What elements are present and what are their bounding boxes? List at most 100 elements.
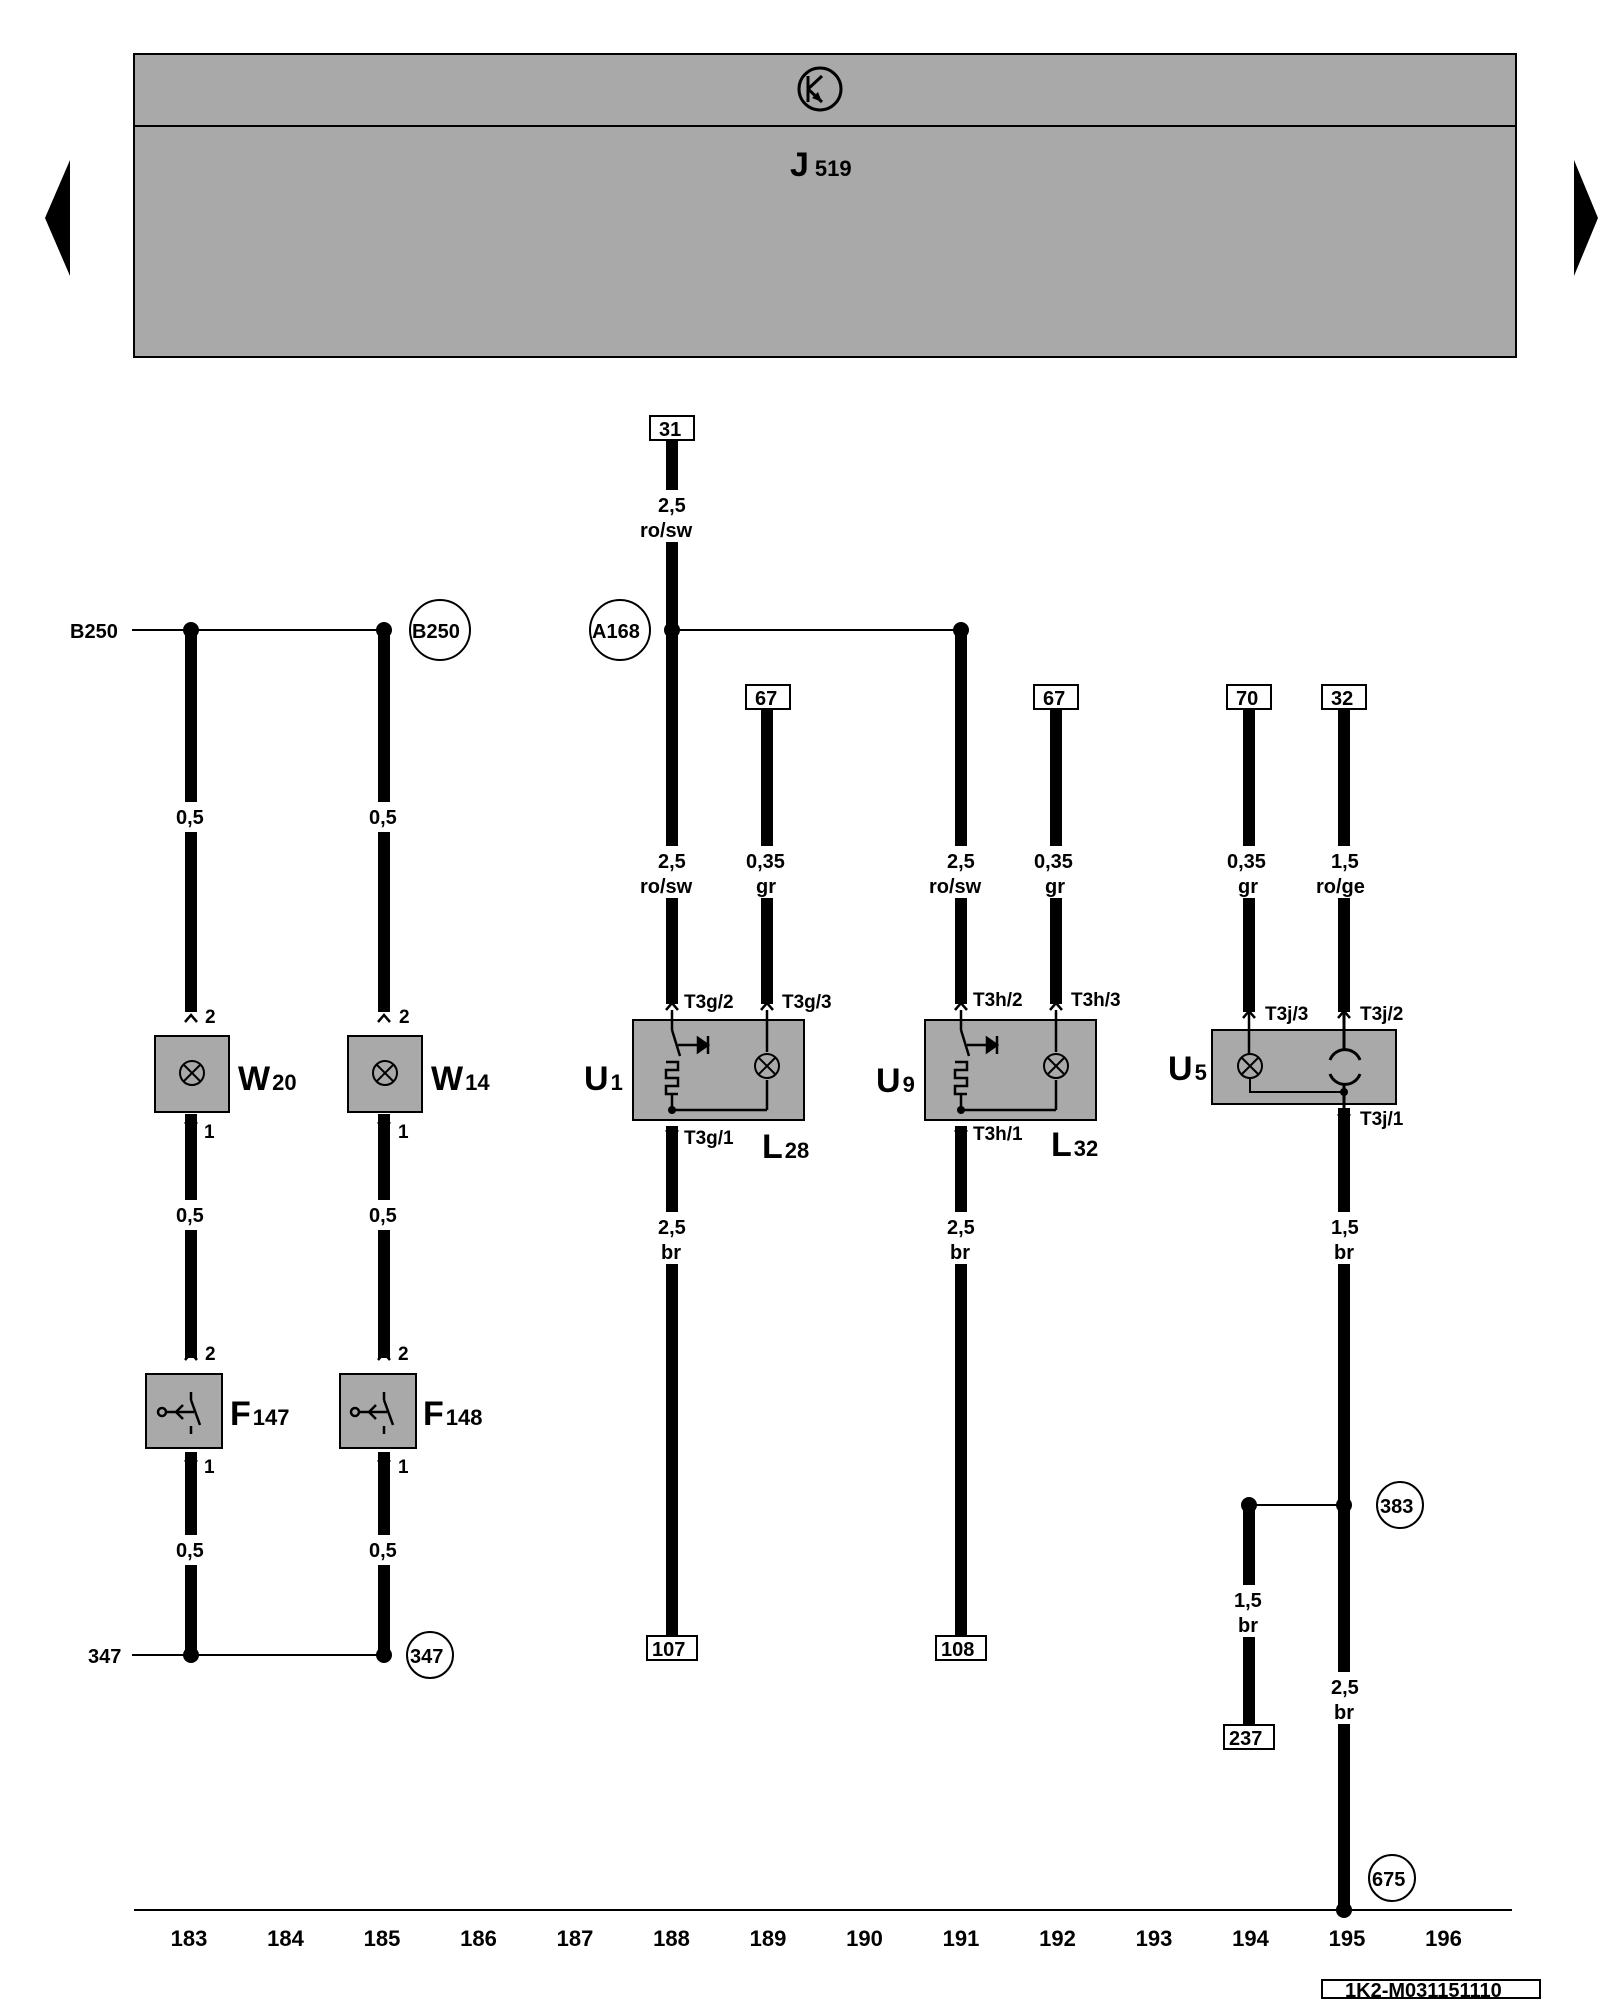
- ref-boxes: 31 67 67 70 32 107 108 237: [646, 415, 1367, 1750]
- wire-188-mid-size: 2,5: [658, 851, 686, 873]
- junction-dot: [1336, 1497, 1352, 1513]
- pin-t3h3: T3h/3: [1071, 990, 1121, 1011]
- axis-tick-label: 188: [653, 1926, 690, 1951]
- ref-31-box: [649, 415, 695, 441]
- door-switch-icon: [349, 1392, 395, 1434]
- axis-tick-label: 195: [1329, 1926, 1366, 1951]
- ref-237-box: [1223, 1724, 1275, 1750]
- connector-675: 675: [1372, 1869, 1405, 1891]
- label-l28: L28: [762, 1128, 809, 1166]
- wire-183-c-size: 0,5: [176, 1540, 204, 1562]
- arrow-left-icon[interactable]: [45, 160, 70, 276]
- axis-tick-label: 192: [1039, 1926, 1076, 1951]
- wire-195-bot-size: 2,5: [1331, 1677, 1359, 1699]
- axis-tick-label: 186: [460, 1926, 497, 1951]
- pin-t3g3: T3g/3: [782, 992, 832, 1013]
- transistor-icon: [797, 66, 843, 112]
- wire-195-mid-color: br: [1334, 1242, 1354, 1264]
- wire-188-mid-color: ro/sw: [640, 876, 693, 898]
- connector-383-circle: [1376, 1481, 1424, 1529]
- ref-107-box: [646, 1635, 698, 1661]
- connector-347-right: 347: [410, 1646, 443, 1668]
- connector-a168: A168: [592, 621, 640, 643]
- lamp-icon: [1043, 1053, 1069, 1079]
- axis-tick-label: 190: [846, 1926, 883, 1951]
- wire-191-bot-size: 2,5: [947, 1217, 975, 1239]
- ref-67a-box: [745, 684, 791, 710]
- label-w14: W14: [431, 1060, 490, 1098]
- pin-f147-bot: 1: [204, 1457, 215, 1478]
- junction-dot: [1241, 1497, 1257, 1513]
- component-u5: T3j/3 T3j/2 T3j/1 U5: [1168, 1004, 1404, 1130]
- wire-188-top-color: ro/sw: [640, 520, 693, 542]
- label-u9: U9: [876, 1062, 915, 1100]
- wire-189-size: 0,35: [746, 851, 785, 873]
- pin-w20-top: 2: [205, 1007, 216, 1028]
- lamp-icon: [179, 1060, 205, 1086]
- wire-192-color: gr: [1045, 876, 1065, 898]
- ref-107[interactable]: 107: [652, 1639, 685, 1661]
- axis-tick-label: 187: [557, 1926, 594, 1951]
- pin-w20-bot: 1: [204, 1122, 215, 1143]
- junction-dot: [376, 622, 392, 638]
- axis-tick-label: 194: [1232, 1926, 1269, 1951]
- wire-185-a-size: 0,5: [369, 807, 397, 829]
- axis-tick-label: 193: [1136, 1926, 1173, 1951]
- ref-237[interactable]: 237: [1229, 1728, 1262, 1750]
- wire-191-mid-size: 2,5: [947, 851, 975, 873]
- wire-194-bot-color: br: [1238, 1615, 1258, 1637]
- wire-183-b-size: 0,5: [176, 1205, 204, 1227]
- ref-67b[interactable]: 67: [1043, 688, 1065, 710]
- label-f148: F148: [423, 1395, 483, 1433]
- wire-194-top-size: 0,35: [1227, 851, 1266, 873]
- ref-67a[interactable]: 67: [755, 688, 777, 710]
- wire-group: [185, 440, 1350, 1910]
- axis-tick-label: 196: [1425, 1926, 1462, 1951]
- junction-dot: [664, 622, 680, 638]
- axis-tick-label: 189: [750, 1926, 787, 1951]
- junction-dot: [183, 622, 199, 638]
- socket-switch-icon: [953, 1010, 1058, 1112]
- component-w20: 2 1 W20: [154, 1007, 297, 1143]
- axis-tick-label: 184: [267, 1926, 304, 1951]
- connector-b250-circle: [409, 599, 471, 661]
- junction-dots: [183, 622, 1352, 1918]
- wire-189-color: gr: [756, 876, 776, 898]
- connector-347-left: 347: [88, 1646, 121, 1668]
- label-u5: U5: [1168, 1050, 1207, 1088]
- pin-t3j3: T3j/3: [1265, 1004, 1308, 1025]
- ref-32[interactable]: 32: [1331, 688, 1353, 710]
- pin-f147-top: 2: [205, 1344, 216, 1365]
- ref-31[interactable]: 31: [659, 419, 681, 441]
- pin-t3h1: T3h/1: [973, 1124, 1023, 1145]
- label-l32: L32: [1051, 1126, 1098, 1164]
- junction-dot: [953, 622, 969, 638]
- lamp-icon: [754, 1053, 780, 1079]
- ref-70[interactable]: 70: [1236, 688, 1258, 710]
- lamp-icon: [372, 1060, 398, 1086]
- junction-dot: [183, 1647, 199, 1663]
- connector-347-circle: [406, 1631, 454, 1679]
- wire-192-size: 0,35: [1034, 851, 1073, 873]
- wire-195-bot-color: br: [1334, 1702, 1354, 1724]
- pin-t3j2: T3j/2: [1360, 1004, 1403, 1025]
- component-w14: 2 1 W14: [347, 1007, 490, 1143]
- ref-67b-box: [1033, 684, 1079, 710]
- pin-t3h2: T3h/2: [973, 990, 1023, 1011]
- wire-194-top-color: gr: [1238, 876, 1258, 898]
- ref-70-box: [1226, 684, 1272, 710]
- wire-195-top-color: ro/ge: [1316, 876, 1365, 898]
- arrow-right-icon[interactable]: [1574, 160, 1598, 276]
- pin-marks: [184, 1001, 1351, 1469]
- ref-108[interactable]: 108: [941, 1639, 974, 1661]
- pin-w14-bot: 1: [398, 1122, 409, 1143]
- pin-w14-top: 2: [399, 1007, 410, 1028]
- connector-b250-left: B250: [70, 621, 118, 643]
- pin-t3j1: T3j/1: [1360, 1109, 1404, 1130]
- wire-191-bot-color: br: [950, 1242, 970, 1264]
- component-u1: T3g/2 T3g/3 T3g/1 U1 L28: [584, 992, 832, 1166]
